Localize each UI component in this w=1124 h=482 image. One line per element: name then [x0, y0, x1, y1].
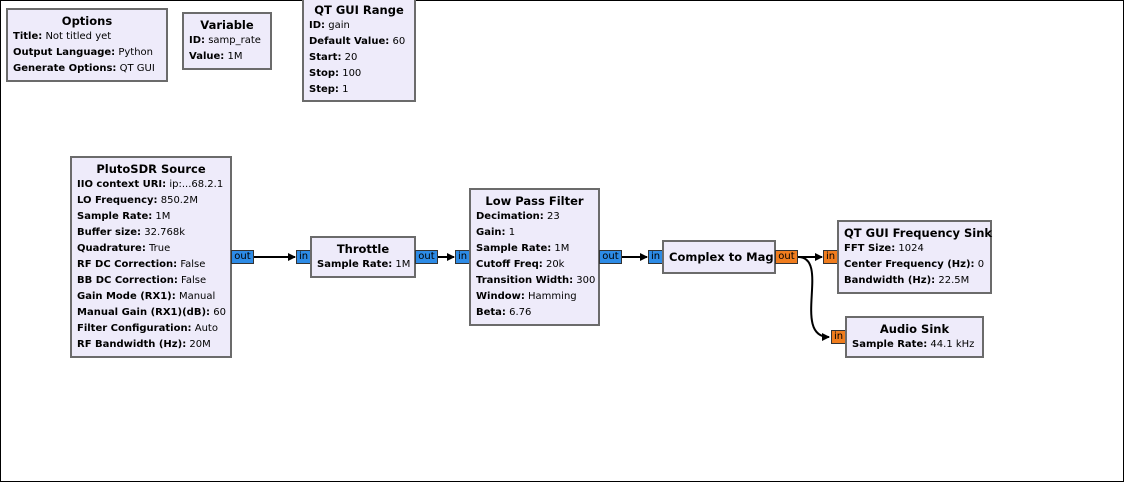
throttle-in-port[interactable]: in	[296, 250, 311, 264]
plutosdr-source-block-title: PlutoSDR Source	[96, 162, 206, 176]
range-default-param: Default Value: 60	[309, 36, 406, 47]
pluto-param: Gain Mode (RX1): Manual	[77, 291, 216, 302]
pluto-param: RF DC Correction: False	[77, 259, 206, 270]
pluto-param: Quadrature: True	[77, 243, 171, 254]
low-pass-filter-block[interactable]: Low Pass Filter Decimation: 23 Gain: 1 S…	[469, 188, 600, 326]
audio-sink-in-port[interactable]: in	[831, 330, 846, 344]
pluto-out-port[interactable]: out	[231, 250, 254, 264]
audio-sink-block[interactable]: Audio Sink Sample Rate: 44.1 kHz	[845, 316, 984, 358]
range-step-param: Step: 1	[309, 84, 349, 95]
pluto-param: Buffer size: 32.768k	[77, 227, 185, 238]
options-block[interactable]: Options Title: Not titled yet Output Lan…	[6, 8, 168, 82]
pluto-param: Sample Rate: 1M	[77, 211, 171, 222]
qt-gui-range-block-title: QT GUI Range	[314, 3, 404, 17]
lpf-param: Cutoff Freq: 20k	[476, 259, 565, 270]
lpf-param: Window: Hamming	[476, 291, 577, 302]
audio-sink-rate-param: Sample Rate: 44.1 kHz	[852, 339, 975, 350]
complex-to-mag-block[interactable]: Complex to Mag	[662, 240, 776, 274]
lpf-param: Decimation: 23	[476, 211, 560, 222]
variable-id-param: ID: samp_rate	[189, 35, 261, 46]
variable-value-param: Value: 1M	[189, 51, 243, 62]
throttle-block[interactable]: Throttle Sample Rate: 1M	[310, 236, 416, 278]
variable-block-title: Variable	[200, 18, 254, 32]
range-start-param: Start: 20	[309, 52, 358, 63]
c2mag-out-port[interactable]: out	[775, 250, 798, 264]
range-id-param: ID: gain	[309, 20, 350, 31]
wire-c2mag-to-audiosink[interactable]	[797, 256, 830, 341]
lpf-param: Beta: 6.76	[476, 307, 532, 318]
variable-block[interactable]: Variable ID: samp_rate Value: 1M	[182, 12, 272, 70]
lpf-out-port[interactable]: out	[599, 250, 622, 264]
lpf-in-port[interactable]: in	[455, 250, 470, 264]
throttle-out-port[interactable]: out	[415, 250, 438, 264]
freq-sink-in-port[interactable]: in	[823, 250, 838, 264]
qt-gui-frequency-sink-block-title: QT GUI Frequency Sink	[844, 226, 993, 240]
qt-gui-range-block[interactable]: QT GUI Range ID: gain Default Value: 60 …	[302, 0, 416, 102]
complex-to-mag-block-title: Complex to Mag	[669, 250, 774, 264]
throttle-rate-param: Sample Rate: 1M	[317, 259, 411, 270]
audio-sink-block-title: Audio Sink	[879, 322, 950, 336]
lpf-param: Transition Width: 300	[476, 275, 596, 286]
pluto-param: LO Frequency: 850.2M	[77, 195, 198, 206]
pluto-param: Manual Gain (RX1)(dB): 60	[77, 307, 226, 318]
options-title-param: Title: Not titled yet	[13, 31, 112, 42]
c2mag-in-port[interactable]: in	[648, 250, 663, 264]
pluto-param: RF Bandwidth (Hz): 20M	[77, 339, 211, 350]
plutosdr-source-block[interactable]: PlutoSDR Source IIO context URI: ip:...6…	[70, 156, 232, 358]
throttle-block-title: Throttle	[336, 242, 390, 256]
range-stop-param: Stop: 100	[309, 68, 362, 79]
freq-sink-fft-param: FFT Size: 1024	[844, 243, 924, 254]
options-language-param: Output Language: Python	[13, 47, 154, 58]
pluto-param: Filter Configuration: Auto	[77, 323, 218, 334]
pluto-param: BB DC Correction: False	[77, 275, 207, 286]
lpf-param: Sample Rate: 1M	[476, 243, 570, 254]
low-pass-filter-block-title: Low Pass Filter	[485, 194, 584, 208]
options-block-title: Options	[61, 14, 113, 28]
freq-sink-bandwidth-param: Bandwidth (Hz): 22.5M	[844, 275, 970, 286]
lpf-param: Gain: 1	[476, 227, 516, 238]
options-generate-param: Generate Options: QT GUI	[13, 63, 155, 74]
freq-sink-center-param: Center Frequency (Hz): 0	[844, 259, 985, 270]
qt-gui-frequency-sink-block[interactable]: QT GUI Frequency Sink FFT Size: 1024 Cen…	[837, 220, 992, 294]
pluto-param: IIO context URI: ip:...68.2.1	[77, 179, 224, 190]
